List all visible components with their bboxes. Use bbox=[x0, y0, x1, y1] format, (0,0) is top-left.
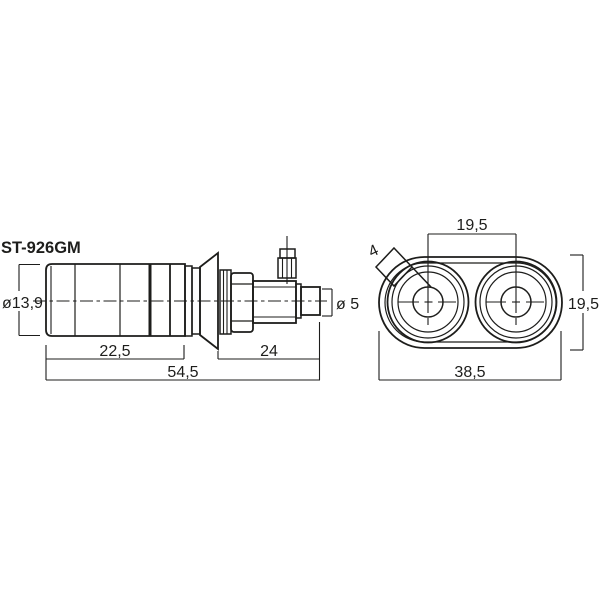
dim-text-body-diameter: ø13,9 bbox=[2, 295, 43, 312]
dim-plate-height: 19,5 bbox=[568, 254, 599, 351]
front-view: 4 19,5 19,5 38,5 bbox=[366, 217, 599, 381]
body-outline bbox=[45, 263, 186, 337]
dim-text-total-length: 54,5 bbox=[167, 364, 198, 381]
dim-text-plate-width: 38,5 bbox=[454, 364, 485, 381]
dim-text-pin-diameter: ø 5 bbox=[336, 296, 359, 313]
dim-text-hole-spacing: 19,5 bbox=[456, 217, 487, 234]
product-title: ST-926GM bbox=[1, 239, 81, 257]
hex-nut bbox=[230, 272, 254, 333]
dim-text-plate-height: 19,5 bbox=[568, 296, 599, 313]
dim-total-length: 54,5 bbox=[46, 364, 320, 381]
dim-body-length: 22,5 bbox=[45, 343, 185, 380]
collar bbox=[219, 269, 232, 335]
dim-text-body-length: 22,5 bbox=[99, 343, 130, 360]
screw-body bbox=[277, 257, 297, 279]
dim-front-length: 24 bbox=[217, 322, 321, 380]
dim-text-front-length: 24 bbox=[260, 343, 278, 360]
flange-cone bbox=[199, 251, 219, 351]
dim-plate-width: 38,5 bbox=[378, 331, 562, 381]
dim-pin-diameter: ø 5 bbox=[322, 288, 359, 317]
dim-hole-spacing: 19,5 bbox=[428, 217, 516, 235]
dim-text-hole-diameter: 4 bbox=[366, 242, 381, 261]
side-view: ø13,9 22,5 24 54,5 bbox=[2, 236, 359, 381]
hole-dim-diamond bbox=[374, 246, 414, 288]
plate-outline-outer bbox=[378, 256, 563, 349]
hole-dim-leader bbox=[411, 266, 432, 288]
dim-body-diameter: ø13,9 bbox=[2, 263, 43, 337]
